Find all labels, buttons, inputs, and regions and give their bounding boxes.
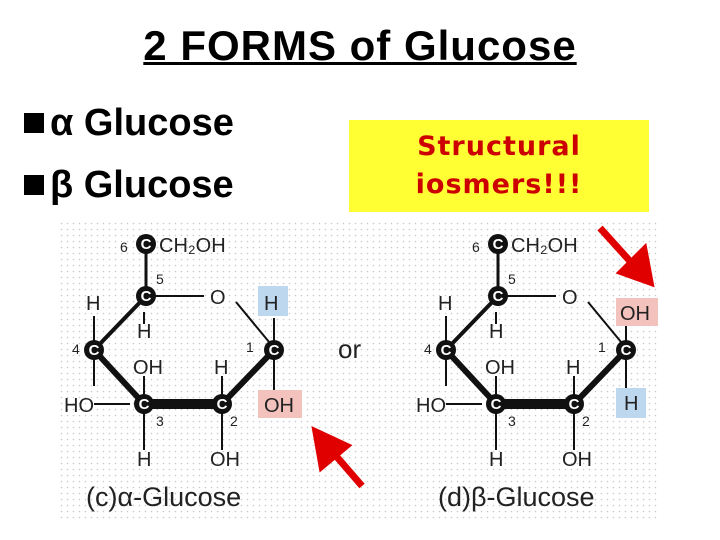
beta-c5-atom — [488, 286, 508, 306]
alpha-c2-h-top: H — [214, 357, 228, 379]
svg-text:C: C — [141, 236, 152, 253]
alpha-c4-number: 4 — [72, 341, 80, 357]
beta-c5-number: 5 — [508, 271, 516, 287]
alpha-caption: (c)α-Glucose — [86, 482, 241, 512]
callout-line-1: Structural — [417, 131, 581, 162]
alpha-c6-atom — [136, 234, 156, 254]
beta-c5-h: H — [489, 321, 503, 343]
beta-glucose-structure: C C C C C C 6 CH₂OH 5 O H H 4 1 OH OH H HO H… — [416, 225, 658, 512]
alpha-c6-number: 6 — [120, 239, 128, 255]
beta-c4-h: H — [438, 293, 452, 315]
beta-c1-top: OH — [620, 303, 650, 325]
beta-c4-atom — [436, 340, 456, 360]
svg-text:C: C — [139, 396, 150, 413]
arrow-icon — [311, 425, 365, 489]
beta-c1-atom — [616, 340, 636, 360]
beta-c4-number: 4 — [424, 341, 432, 357]
beta-c1-top-highlight — [616, 298, 658, 326]
beta-c3-h-bottom: H — [489, 449, 503, 471]
bullet-beta-label: β Glucose — [50, 163, 234, 206]
alpha-c4-ho: HO — [64, 395, 94, 417]
beta-c2-oh-bottom: OH — [562, 449, 592, 471]
alpha-c1-top: H — [264, 293, 278, 315]
beta-c6-group: CH₂OH — [511, 235, 578, 257]
alpha-c3-h-bottom: H — [137, 449, 151, 471]
bullet-list: α Glucose β Glucose — [24, 92, 234, 216]
beta-c3-atom — [486, 394, 506, 414]
alpha-c2-number: 2 — [230, 413, 238, 429]
beta-c6-atom — [488, 234, 508, 254]
beta-c1-bottom-highlight — [616, 388, 646, 418]
or-connector: or — [338, 334, 361, 364]
svg-text:C: C — [269, 342, 280, 359]
arrow-icon — [597, 225, 655, 288]
square-bullet-icon — [24, 113, 44, 133]
svg-text:C: C — [621, 342, 632, 359]
beta-c3-number: 3 — [508, 413, 516, 429]
svg-text:C: C — [569, 396, 580, 413]
alpha-c2-atom — [212, 394, 232, 414]
beta-c2-number: 2 — [582, 413, 590, 429]
alpha-c1-number: 1 — [246, 339, 254, 355]
slide-title: 2 FORMS of Glucose — [143, 22, 577, 69]
alpha-c4-h: H — [86, 293, 100, 315]
square-bullet-icon — [24, 175, 44, 195]
svg-text:C: C — [141, 288, 152, 305]
alpha-c5-atom — [136, 286, 156, 306]
alpha-c5-number: 5 — [156, 271, 164, 287]
beta-ring-oxygen: O — [562, 287, 578, 309]
structural-isomers-callout: Structural iosmers!!! — [349, 120, 649, 212]
alpha-c5-h: H — [137, 321, 151, 343]
beta-c1-bottom: H — [624, 393, 638, 415]
alpha-c4-atom — [84, 340, 104, 360]
alpha-c1-bottom: OH — [264, 395, 294, 417]
svg-text:C: C — [89, 342, 100, 359]
svg-text:C: C — [491, 396, 502, 413]
bullet-beta: β Glucose — [24, 154, 234, 216]
svg-text:C: C — [441, 342, 452, 359]
alpha-c1-bottom-highlight — [258, 390, 302, 418]
alpha-glucose-structure: C C C C C C 6 CH₂OH 5 O H H 4 1 H OH H HO OH… — [64, 234, 365, 512]
beta-c2-atom — [564, 394, 584, 414]
dotted-background — [60, 222, 658, 522]
beta-c1-number: 1 — [598, 339, 606, 355]
alpha-c2-oh-bottom: OH — [210, 449, 240, 471]
svg-text:C: C — [493, 236, 504, 253]
bullet-alpha-label: α Glucose — [50, 101, 234, 144]
beta-c4-ho: HO — [416, 395, 446, 417]
callout-line-2: iosmers!!! — [415, 169, 583, 200]
alpha-c3-oh: OH — [133, 357, 163, 379]
beta-c6-number: 6 — [472, 239, 480, 255]
alpha-c6-group: CH₂OH — [159, 235, 226, 257]
bullet-alpha: α Glucose — [24, 92, 234, 154]
svg-text:C: C — [493, 288, 504, 305]
beta-c2-h-top: H — [566, 357, 580, 379]
beta-c3-oh: OH — [485, 357, 515, 379]
alpha-c3-number: 3 — [156, 413, 164, 429]
svg-text:C: C — [217, 396, 228, 413]
alpha-ring-oxygen: O — [210, 287, 226, 309]
alpha-c1-top-highlight — [258, 286, 288, 316]
alpha-c3-atom — [134, 394, 154, 414]
beta-caption: (d)β-Glucose — [438, 482, 595, 512]
alpha-c1-atom — [264, 340, 284, 360]
